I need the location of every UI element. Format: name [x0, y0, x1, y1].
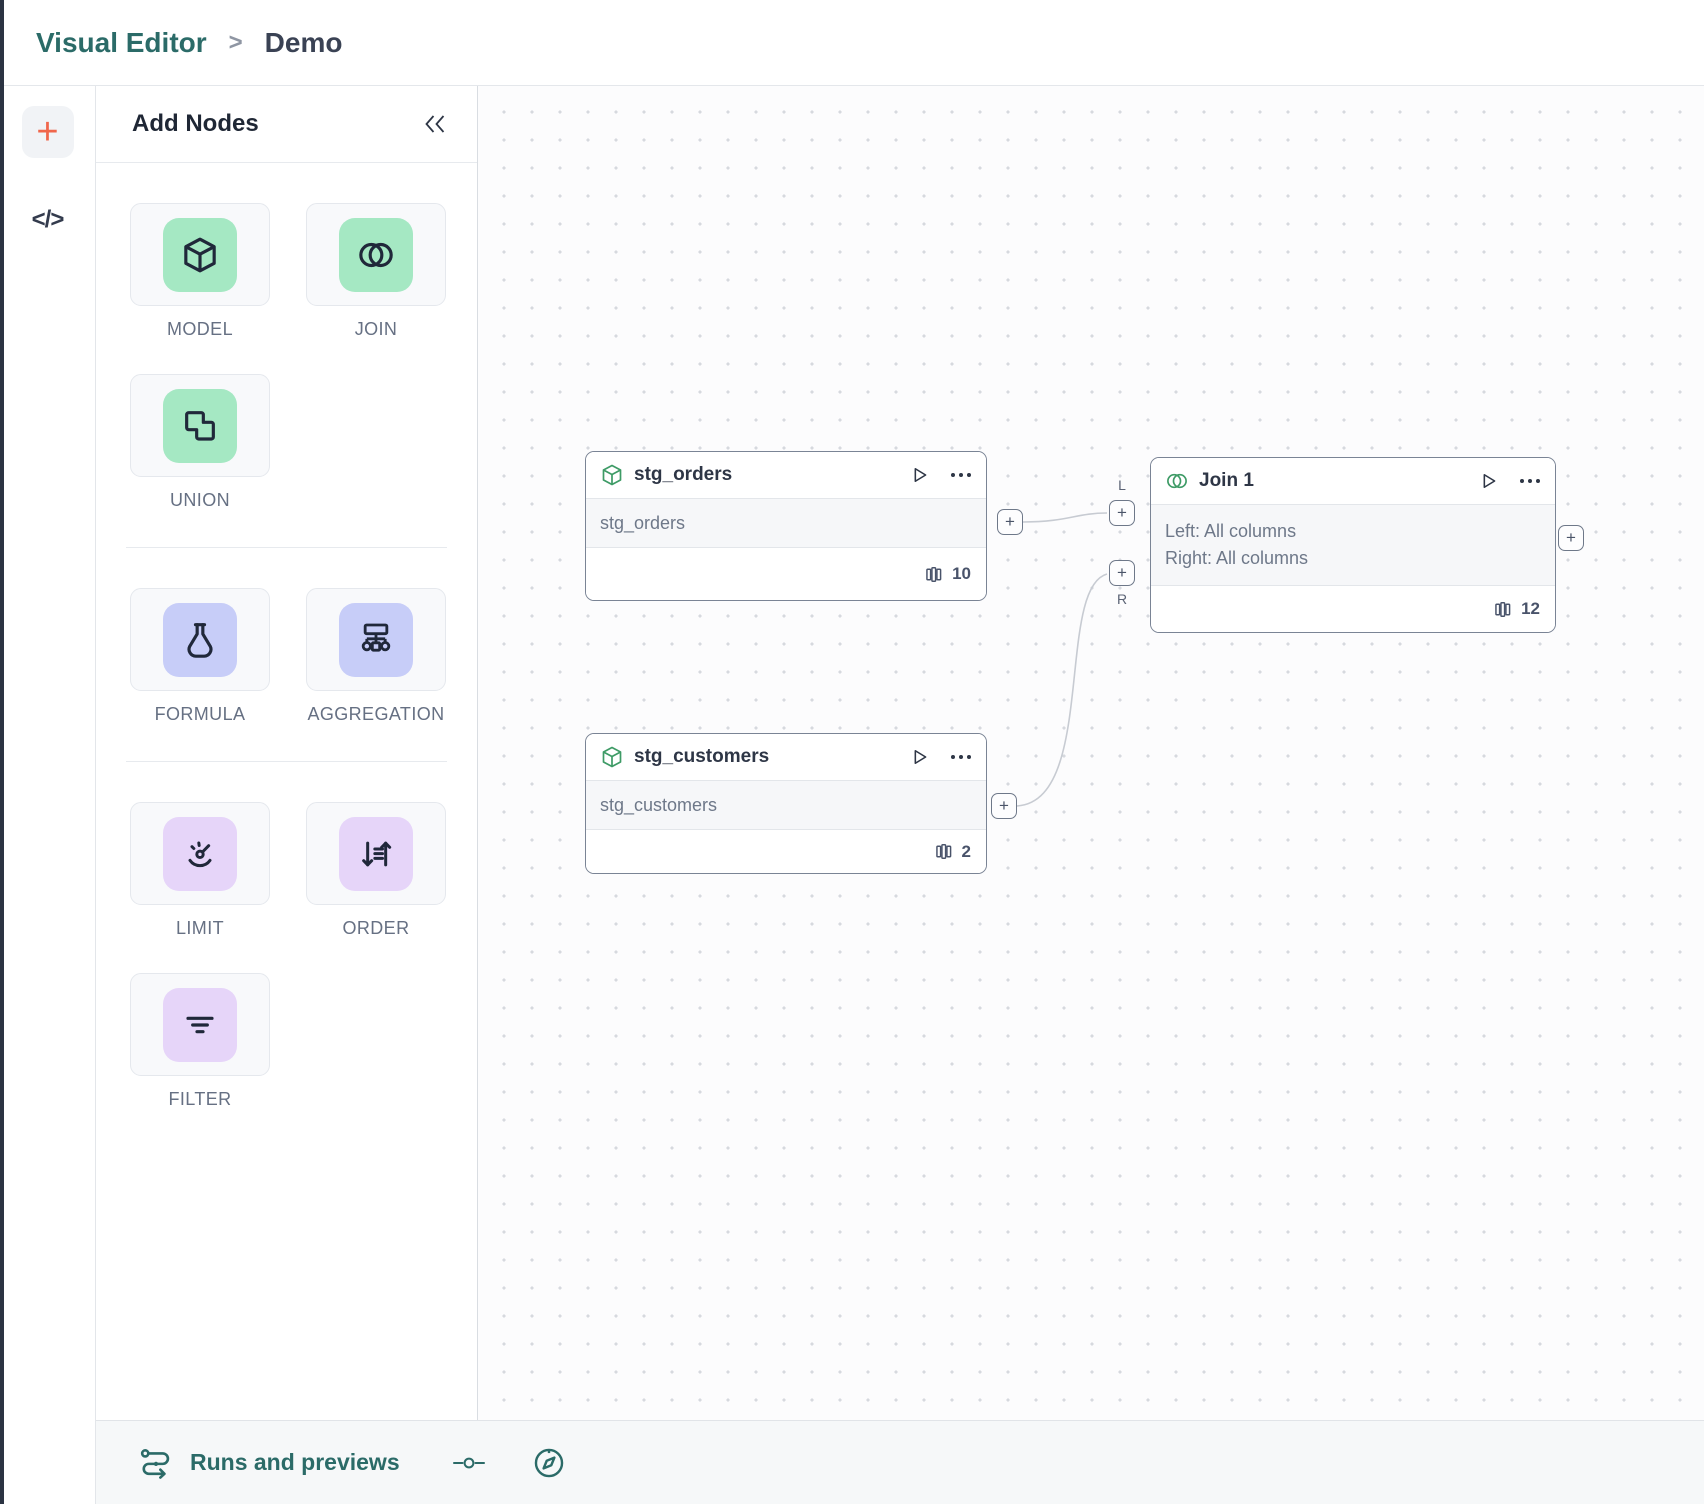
node-footer: 2: [586, 830, 986, 873]
columns-icon: [1492, 599, 1513, 620]
node-body: stg_orders: [586, 498, 986, 548]
node-title: stg_orders: [634, 464, 733, 485]
breadcrumb-separator: >: [228, 28, 243, 56]
add-node-button[interactable]: +: [21, 106, 74, 158]
tile-group-shaping: LIMIT ORDER: [130, 802, 447, 1110]
formula-flask-icon: [163, 602, 237, 677]
column-count: 2: [961, 841, 971, 861]
tile-group-sources: MODEL JOIN: [130, 203, 447, 511]
join-right-port-label: R: [1116, 591, 1128, 607]
icon-rail: + </>: [0, 86, 96, 1504]
model-cube-icon: [600, 745, 624, 769]
node-body: stg_customers: [586, 780, 986, 830]
add-nodes-panel: Add Nodes: [96, 86, 478, 1420]
column-count: 10: [952, 564, 971, 583]
canvas[interactable]: stg_orders stg_orders: [478, 86, 1704, 1420]
tile-filter[interactable]: FILTER: [130, 973, 270, 1110]
run-node-button[interactable]: [1477, 470, 1499, 492]
stg-customers-output-handle[interactable]: +: [991, 793, 1017, 819]
tile-label: LIMIT: [175, 918, 224, 938]
double-chevron-left-icon: [423, 113, 447, 135]
columns-icon: [923, 564, 944, 585]
join-left-config: Left: All columns: [1165, 521, 1297, 541]
tile-label: AGGREGATION: [307, 704, 445, 724]
model-cube-icon: [600, 463, 624, 487]
node-footer: 10: [586, 548, 986, 600]
tile-label: MODEL: [166, 319, 233, 339]
column-count: 12: [1521, 599, 1540, 618]
join-right-config: Right: All columns: [1165, 548, 1309, 568]
runs-and-previews-button[interactable]: Runs and previews: [138, 1447, 400, 1479]
node-footer: 12: [1151, 586, 1555, 632]
node-title: stg_customers: [634, 746, 770, 767]
runs-and-previews-label: Runs and previews: [190, 1449, 400, 1475]
window-edge-accent: [0, 0, 4, 1504]
panel-group-divider: [126, 761, 447, 762]
tile-join[interactable]: JOIN: [306, 203, 446, 340]
join-circles-icon: [339, 217, 413, 292]
tile-limit[interactable]: LIMIT: [130, 802, 270, 939]
tile-aggregation[interactable]: AGGREGATION: [306, 588, 446, 725]
node-join-1[interactable]: Join 1 Left: All columns Right: All colu…: [1150, 457, 1556, 633]
join-left-port-label: L: [1118, 477, 1126, 493]
node-menu-button[interactable]: [950, 472, 972, 478]
model-cube-icon: [163, 217, 237, 292]
node-source-name: stg_customers: [600, 794, 718, 815]
runs-route-icon: [138, 1447, 174, 1479]
edge-stg-customers-to-join-right: [1016, 573, 1108, 807]
panel-group-divider: [126, 547, 447, 548]
tile-order[interactable]: ORDER: [306, 802, 446, 939]
filter-lines-icon: [163, 987, 237, 1062]
tile-label: ORDER: [342, 918, 410, 938]
join-left-input-handle[interactable]: +: [1109, 500, 1135, 526]
tile-label: FILTER: [168, 1089, 232, 1109]
edge-stg-orders-to-join-left: [1022, 512, 1108, 523]
tile-formula[interactable]: FORMULA: [130, 588, 270, 725]
node-stg-orders[interactable]: stg_orders stg_orders: [585, 451, 987, 601]
tile-label: UNION: [170, 490, 230, 510]
node-header: stg_customers: [586, 734, 986, 780]
node-header: stg_orders: [586, 452, 986, 498]
join-circles-icon: [1165, 469, 1189, 493]
columns-icon: [933, 841, 954, 862]
breadcrumb: Visual Editor > Demo: [0, 0, 1704, 86]
breadcrumb-visual-editor-link[interactable]: Visual Editor: [36, 26, 207, 58]
node-header: Join 1: [1151, 458, 1555, 504]
node-menu-button[interactable]: [950, 754, 972, 760]
bottom-bar: Runs and previews: [96, 1420, 1704, 1504]
join-output-handle[interactable]: +: [1558, 525, 1584, 551]
limit-gauge-icon: [163, 816, 237, 891]
order-sort-icon: [339, 816, 413, 891]
node-source-name: stg_orders: [600, 512, 686, 533]
tile-label: JOIN: [354, 319, 398, 339]
tile-group-transforms: FORMULA AGGREGATION: [130, 588, 447, 725]
page-title: Demo: [264, 26, 343, 58]
run-node-button[interactable]: [908, 746, 930, 768]
tile-model[interactable]: MODEL: [130, 203, 270, 340]
union-squares-icon: [163, 388, 237, 463]
panel-title: Add Nodes: [132, 110, 259, 137]
git-commit-icon[interactable]: [452, 1452, 486, 1474]
collapse-panel-button[interactable]: [423, 113, 447, 135]
run-node-button[interactable]: [908, 464, 930, 486]
stg-orders-output-handle[interactable]: +: [997, 509, 1023, 535]
node-stg-customers[interactable]: stg_customers stg_customers: [585, 733, 987, 874]
node-title: Join 1: [1199, 470, 1254, 491]
tile-union[interactable]: UNION: [130, 374, 270, 511]
tile-label: FORMULA: [154, 704, 246, 724]
aggregation-sitemap-icon: [339, 602, 413, 677]
code-view-icon[interactable]: </>: [31, 206, 65, 233]
compass-icon[interactable]: [532, 1446, 566, 1480]
node-body: Left: All columns Right: All columns: [1151, 504, 1555, 586]
join-right-input-handle[interactable]: +: [1109, 560, 1135, 586]
node-menu-button[interactable]: [1519, 478, 1541, 484]
